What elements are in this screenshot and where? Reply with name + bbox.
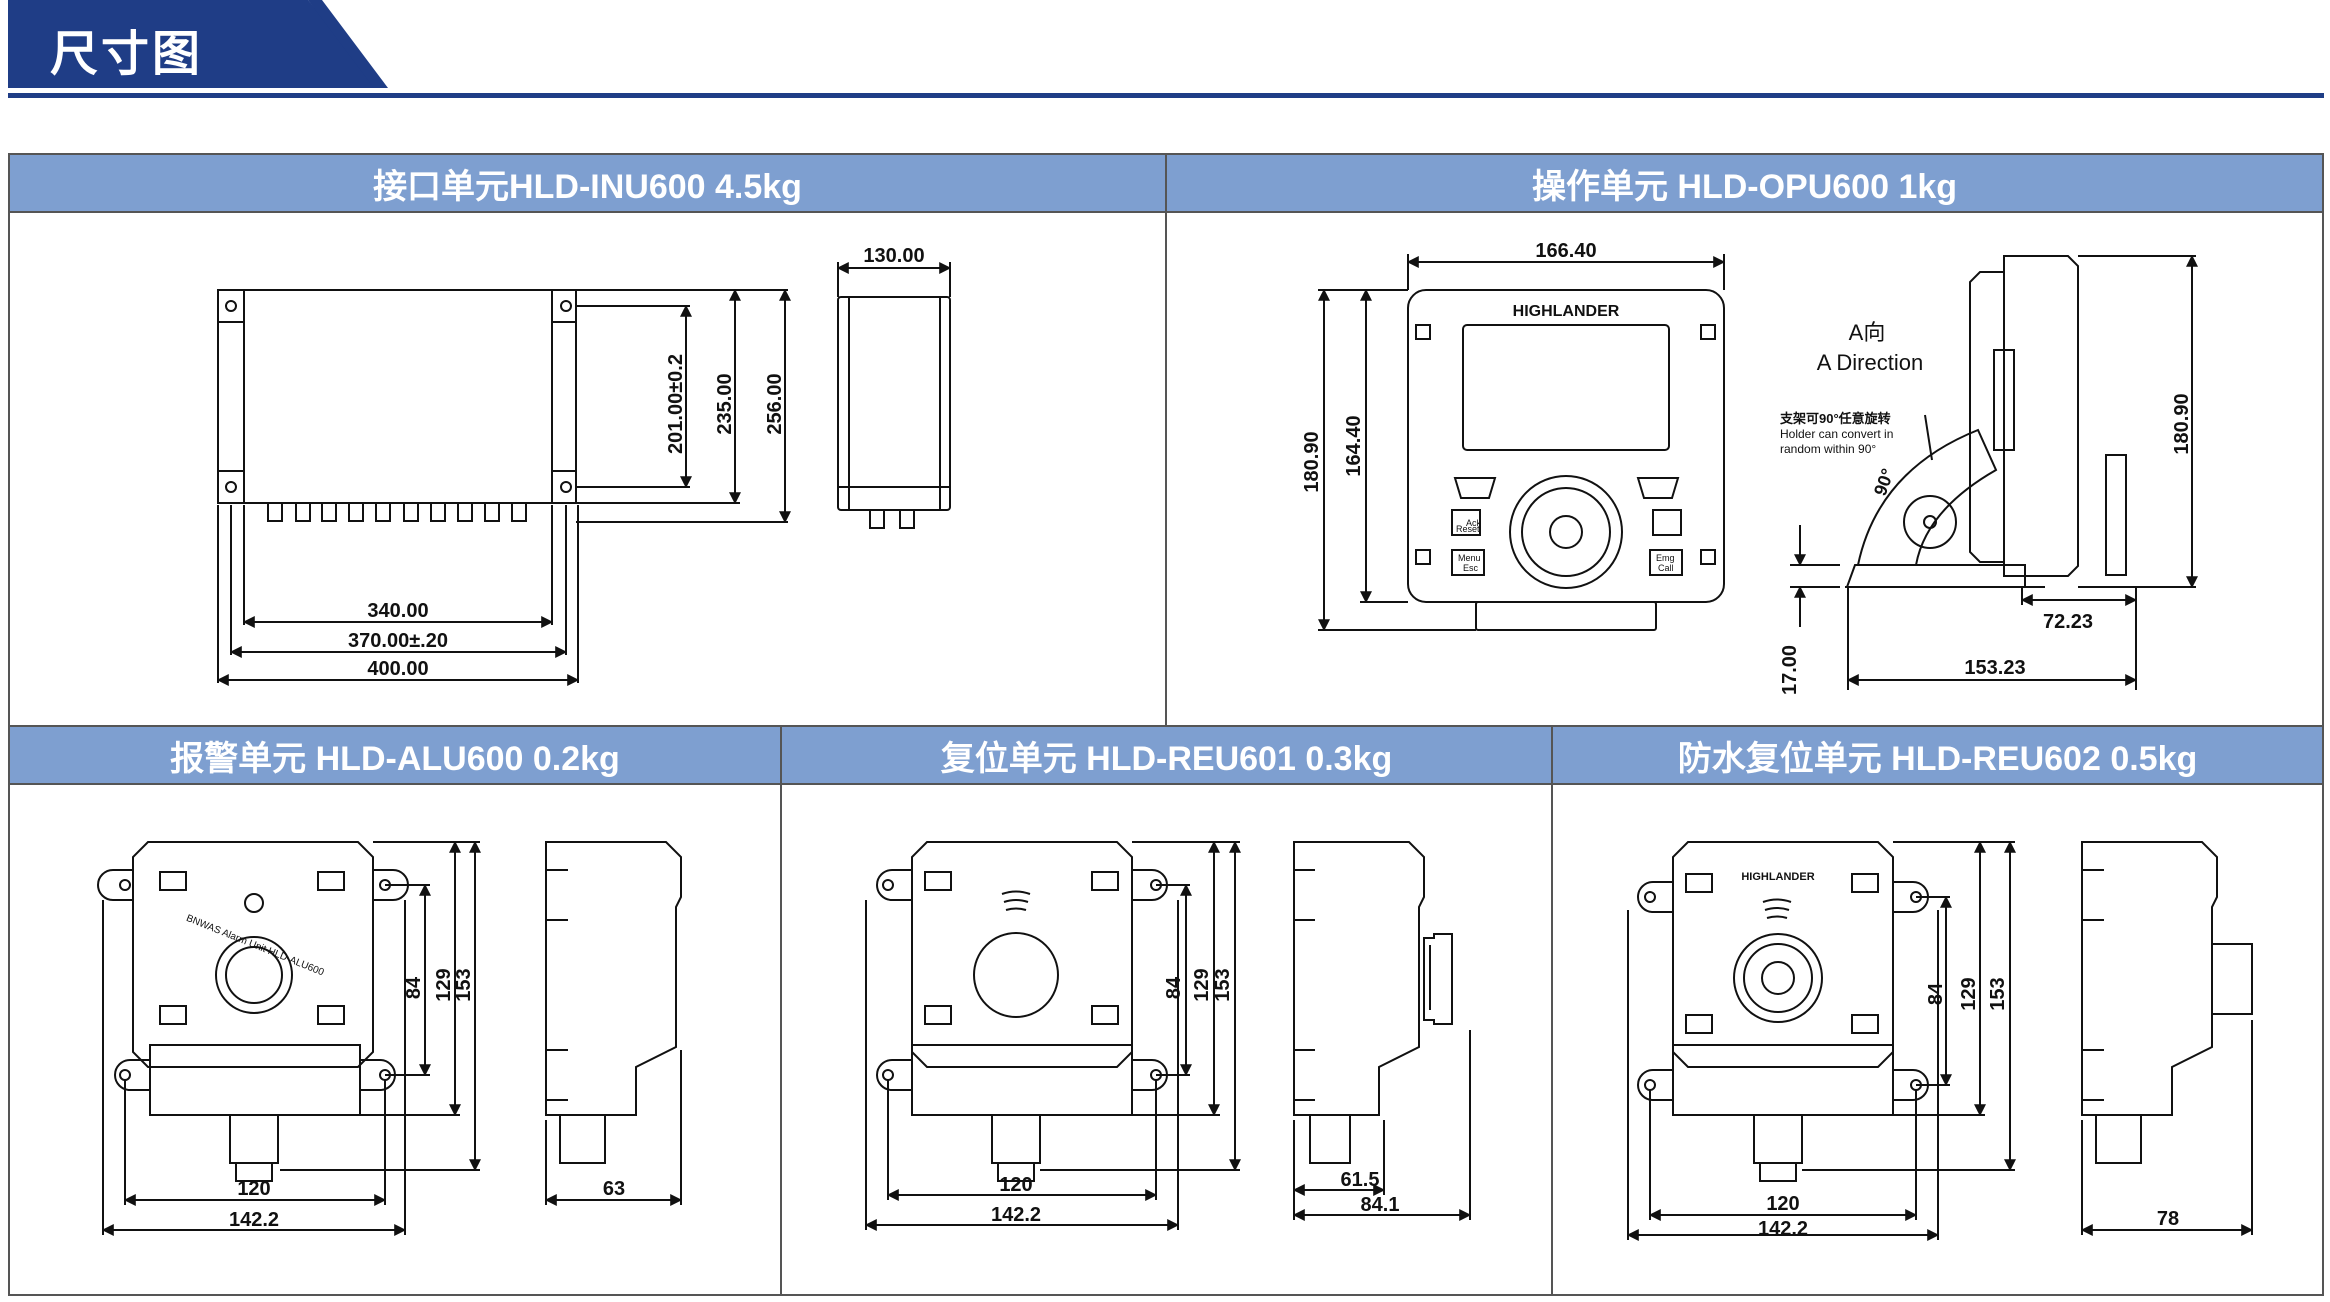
reu602-brand: HIGHLANDER — [1741, 871, 1814, 883]
panel-title-reu602: 防水复位单元 HLD-REU602 0.5kg — [1553, 727, 2322, 785]
divider-bottom-2 — [1551, 727, 1553, 1294]
dim-201: 201.00±0.2 — [665, 354, 687, 454]
dim-400: 400.00 — [367, 658, 428, 680]
dim-370: 370.00±.20 — [348, 630, 448, 652]
dim-256: 256.00 — [764, 373, 786, 434]
divider-top — [1165, 155, 1167, 725]
dim-340: 340.00 — [367, 600, 428, 622]
btn-ack-label: Ack — [1466, 518, 1482, 528]
page-title: 尺寸图 — [50, 28, 204, 81]
dim-alu-129: 129 — [433, 968, 455, 1001]
btn-reset-label: Reset — [1456, 524, 1480, 534]
dim-153: 153.23 — [1964, 657, 2025, 679]
header-rule — [8, 93, 2324, 98]
panel-title-alu: 报警单元 HLD-ALU600 0.2kg — [10, 727, 780, 785]
panel-title-opu: 操作单元 HLD-OPU600 1kg — [1167, 155, 2322, 213]
btn-esc-label: Esc — [1463, 563, 1479, 573]
dim-reu602-142: 142.2 — [1758, 1218, 1808, 1240]
dim-reu602-153: 153 — [1987, 977, 2009, 1010]
holder-note-cn: 支架可90°任意旋转 — [1779, 411, 1891, 426]
dim-alu-84: 84 — [403, 976, 425, 999]
dim-72: 72.23 — [2043, 611, 2093, 633]
dim-reu601-153: 153 — [1212, 968, 1234, 1001]
cable-glands — [267, 502, 527, 522]
dim-164: 164.40 — [1343, 415, 1365, 476]
dim-alu-63: 63 — [603, 1178, 625, 1200]
dim-reu601-84-side: 84.1 — [1361, 1194, 1400, 1216]
dim-reu601-61: 61.5 — [1341, 1169, 1380, 1191]
dim-17: 17.00 — [1779, 645, 1801, 695]
dim-reu602-129: 129 — [1958, 977, 1980, 1010]
btn-emg-label: Emg — [1656, 553, 1675, 563]
dim-166: 166.40 — [1535, 240, 1596, 262]
dim-alu-142: 142.2 — [229, 1209, 279, 1231]
divider-bottom-1 — [780, 727, 782, 1294]
panel-title-inu: 接口单元HLD-INU600 4.5kg — [10, 155, 1165, 213]
a-direction-en: A Direction — [1817, 350, 1923, 375]
divider-middle — [10, 725, 2322, 727]
btn-menu-label: Menu — [1458, 553, 1481, 563]
dim-235: 235.00 — [714, 373, 736, 434]
dim-reu602-120: 120 — [1766, 1193, 1799, 1215]
section-header-bar — [8, 0, 380, 88]
dim-reu601-120: 120 — [999, 1174, 1032, 1196]
btn-call-label: Call — [1658, 563, 1674, 573]
dim-reu602-84: 84 — [1925, 982, 1947, 1005]
dim-reu601-129: 129 — [1191, 968, 1213, 1001]
opu-brand: HIGHLANDER — [1513, 303, 1620, 320]
holder-note-en-1: Holder can convert in — [1780, 427, 1893, 441]
dim-130: 130.00 — [863, 245, 924, 267]
diagram-frame — [8, 153, 2324, 1296]
holder-note-en-2: random within 90° — [1780, 442, 1876, 456]
dim-reu602-78: 78 — [2157, 1208, 2179, 1230]
dim-180-side: 180.90 — [2171, 393, 2193, 454]
dim-reu601-142: 142.2 — [991, 1204, 1041, 1226]
dim-180-front: 180.90 — [1301, 431, 1323, 492]
dim-alu-153: 153 — [453, 968, 475, 1001]
dim-alu-120: 120 — [237, 1178, 270, 1200]
a-direction-cn: A向 — [1849, 320, 1886, 345]
dim-reu601-84: 84 — [1163, 976, 1185, 999]
panel-title-reu601: 复位单元 HLD-REU601 0.3kg — [782, 727, 1551, 785]
